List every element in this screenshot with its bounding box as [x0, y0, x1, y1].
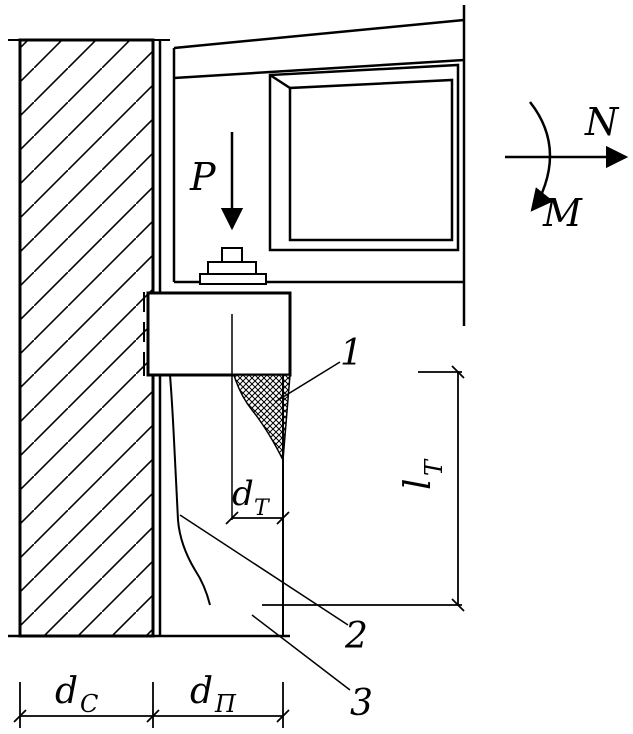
moment-arrow	[529, 101, 554, 212]
dimension-lT	[262, 365, 465, 612]
soil-boundary	[169, 374, 211, 606]
label-P: P	[189, 155, 217, 199]
bolt-bearing	[199, 247, 267, 285]
block	[146, 291, 292, 377]
dimension-dT	[225, 511, 290, 525]
label-N: N	[584, 100, 620, 144]
leader-lines	[179, 361, 351, 691]
svg-text:d: d	[55, 671, 78, 712]
svg-text:T: T	[254, 496, 271, 521]
svg-text:C: C	[80, 690, 98, 718]
label-M: M	[542, 191, 583, 235]
label-lT: l T	[398, 458, 448, 490]
svg-text:T: T	[420, 458, 448, 476]
label-dT: d T	[232, 474, 271, 521]
svg-text:l: l	[398, 478, 439, 490]
dimension-bottom	[13, 682, 290, 728]
svg-text:П: П	[214, 690, 237, 718]
svg-text:d: d	[190, 671, 213, 712]
label-dC: d C	[55, 671, 98, 718]
callout-2: 2	[344, 616, 368, 657]
wall-hatched	[18, 38, 155, 638]
svg-text:d: d	[232, 474, 254, 514]
grout-zone	[232, 374, 291, 463]
label-dP: d П	[190, 671, 237, 718]
callout-1: 1	[340, 333, 363, 374]
callout-3: 3	[350, 683, 373, 724]
